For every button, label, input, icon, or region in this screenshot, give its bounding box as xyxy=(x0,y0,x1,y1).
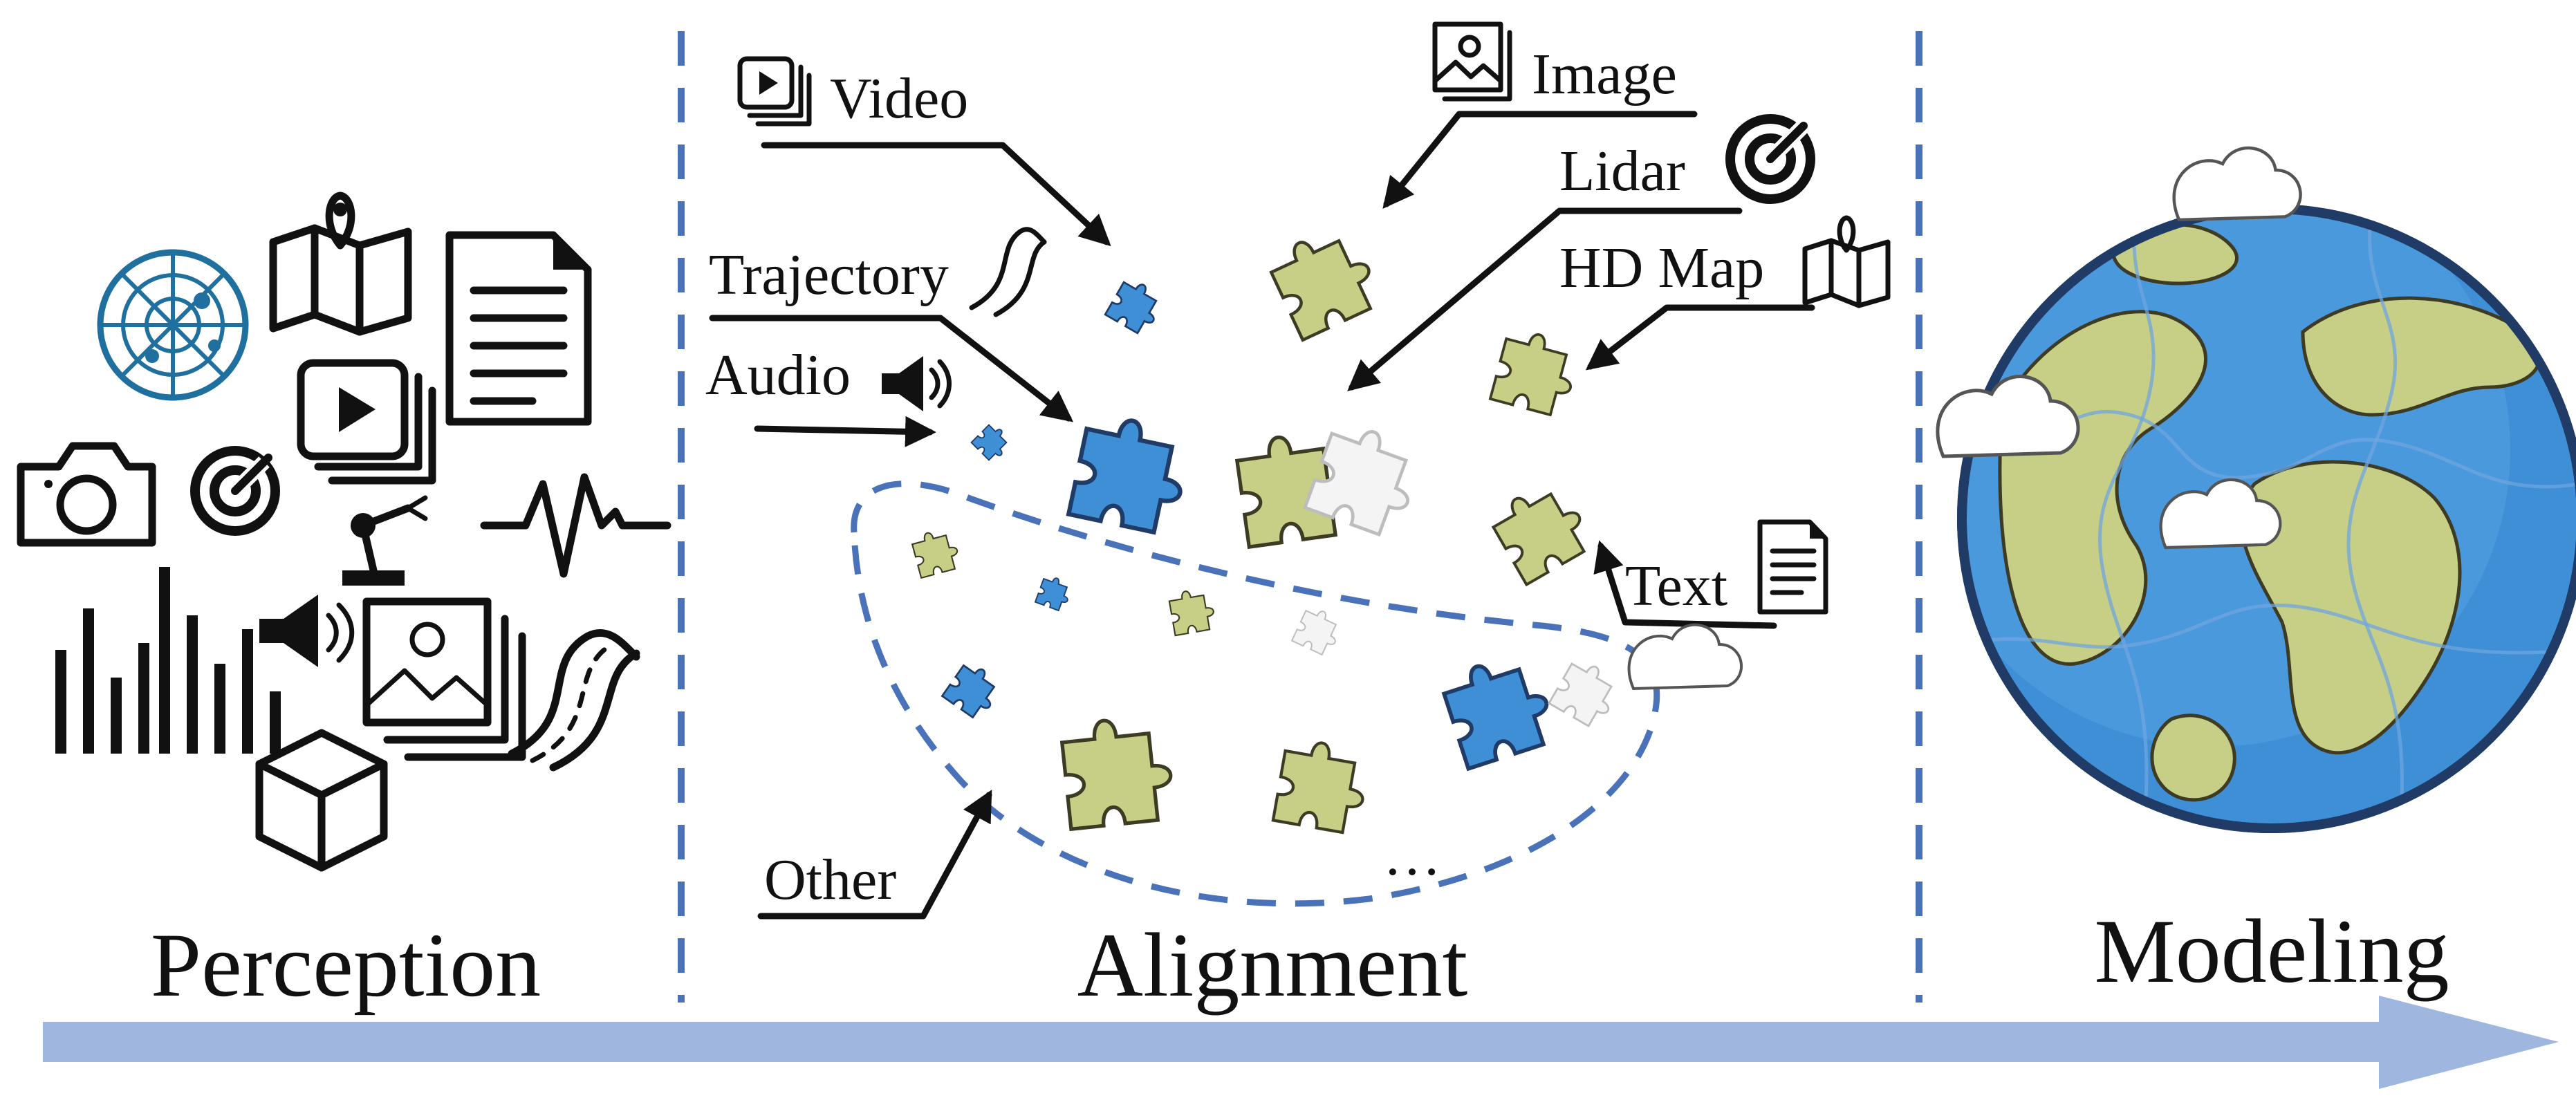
other-label: Other xyxy=(757,790,992,920)
text-label: Text xyxy=(1593,519,1828,629)
hd-map-label-text: HD Map xyxy=(1559,236,1764,300)
video-label-text: Video xyxy=(830,66,968,131)
perception-icons xyxy=(17,192,671,872)
puzzle-piece-icon xyxy=(1167,586,1218,637)
signal-bars-icon xyxy=(55,567,281,754)
puzzle-piece-icon xyxy=(1265,221,1384,340)
road-icon xyxy=(508,628,640,772)
puzzle-pieces xyxy=(909,221,1625,835)
puzzle-piece-icon xyxy=(1489,325,1584,420)
globe-icon xyxy=(1627,146,2576,833)
lidar-label-text: Lidar xyxy=(1559,139,1685,203)
stage-title-alignment: Alignment xyxy=(1077,914,1468,1016)
speaker-icon xyxy=(882,356,952,411)
trajectory-label: Trajectory xyxy=(709,227,1074,422)
image-label-text: Image xyxy=(1532,42,1677,106)
image-icon xyxy=(362,597,526,761)
document-icon xyxy=(1757,519,1828,615)
text-label-text: Text xyxy=(1625,554,1727,618)
puzzle-piece-icon xyxy=(1439,649,1558,768)
puzzle-piece-icon xyxy=(1487,476,1595,584)
stage-title-perception: Perception xyxy=(151,914,541,1016)
puzzle-piece-icon xyxy=(909,525,963,579)
puzzle-piece-icon xyxy=(1068,412,1192,536)
lidar-icon xyxy=(190,446,280,536)
video-play-icon xyxy=(737,56,812,127)
cube-icon xyxy=(255,729,388,872)
puzzle-piece-icon xyxy=(1273,737,1371,835)
other-label-text: Other xyxy=(764,848,896,912)
puzzle-piece-icon xyxy=(1035,573,1075,613)
puzzle-piece-icon xyxy=(941,658,1006,723)
video-label: Video xyxy=(737,56,1111,247)
lidar-icon xyxy=(1725,114,1815,204)
modality-labels: Video Image Lidar xyxy=(705,21,1891,920)
waveform-icon xyxy=(480,473,671,578)
speaker-icon xyxy=(259,595,355,667)
audio-label: Audio xyxy=(705,343,952,447)
video-play-icon xyxy=(297,359,436,485)
puzzle-piece-icon xyxy=(1104,274,1167,338)
puzzle-piece-icon xyxy=(1060,714,1175,829)
stage-title-modeling: Modeling xyxy=(2094,900,2449,1002)
map-pin-icon xyxy=(1802,215,1891,308)
progress-arrow xyxy=(43,996,2559,1089)
puzzle-piece-icon xyxy=(1291,604,1346,658)
hd-map-label: HD Map xyxy=(1559,215,1891,371)
image-icon xyxy=(1432,21,1512,102)
puzzle-piece-icon xyxy=(970,420,1014,465)
document-icon xyxy=(445,231,592,426)
other-region-outline xyxy=(851,481,1660,907)
trajectory-label-text: Trajectory xyxy=(709,243,949,307)
radar-icon xyxy=(97,249,249,401)
puzzle-piece-icon xyxy=(1548,655,1625,732)
ellipsis-text: … xyxy=(1383,823,1441,888)
map-pin-icon xyxy=(269,192,412,336)
lidar-label: Lidar xyxy=(1347,114,1815,391)
robot-arm-icon xyxy=(342,495,428,586)
audio-label-text: Audio xyxy=(705,343,851,407)
camera-icon xyxy=(17,442,156,547)
road-icon xyxy=(969,227,1047,317)
image-label: Image xyxy=(1382,21,1698,209)
